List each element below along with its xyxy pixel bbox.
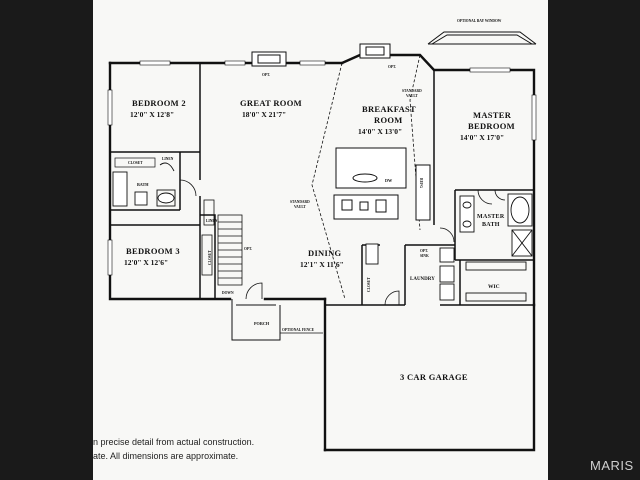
master-bath-name: MASTER — [477, 214, 505, 220]
optional-bay-window — [427, 31, 537, 45]
dining-dim: 12'1" X 11'6" — [300, 260, 344, 269]
garage-name: 3 CAR GARAGE — [400, 372, 468, 382]
opt-fireplace-label-2: OPT. — [388, 65, 396, 69]
linen-side-label: LINEN — [206, 219, 218, 223]
porch — [231, 299, 323, 341]
linen-label: LINEN — [162, 157, 174, 161]
optional-bay-window-label: OPTIONAL BAY WINDOW — [457, 19, 502, 23]
opt-stair-label: OPT. — [244, 247, 252, 251]
down-label: DOWN — [222, 291, 234, 295]
vault-lines — [311, 54, 421, 300]
hall-closet-label: CLOSET — [208, 250, 212, 265]
hall-bath-name: BATH — [137, 182, 149, 187]
staircase — [201, 199, 243, 286]
bedroom2-name: BEDROOM 2 — [132, 98, 186, 108]
closet-label: CLOSET — [128, 161, 143, 165]
hall-bath-fixtures — [112, 162, 176, 207]
photo-border-right — [548, 0, 640, 480]
disclaimer-line-1: n precise detail from actual constructio… — [93, 437, 254, 447]
standard-vault-label-2: VAULT — [406, 94, 418, 98]
laundry-fixtures — [365, 243, 455, 301]
breakfast-name: BREAKFAST — [362, 104, 416, 114]
breakfast-name-2: ROOM — [374, 115, 403, 125]
laundry-name: LAUNDRY — [410, 277, 435, 282]
master-bedroom-name-2: BEDROOM — [468, 121, 515, 131]
breakfast-dim: 14'0" X 13'0" — [358, 127, 402, 136]
kitchen-island — [333, 147, 431, 221]
maris-watermark: MARIS — [590, 458, 634, 473]
photo-border-left — [0, 0, 93, 480]
fireplace — [251, 43, 391, 67]
opt-sink-label-2: SINK — [420, 254, 429, 258]
door-swings — [179, 179, 506, 306]
master-bath-fixtures — [459, 193, 533, 302]
great-room-name: GREAT ROOM — [240, 98, 302, 108]
interior-walls — [110, 63, 534, 306]
opt-sink-label: OPT. — [420, 249, 428, 253]
wic-name: WIC — [488, 284, 500, 290]
dining-name: DINING — [308, 248, 342, 258]
great-room-dim: 18'0" X 21'7" — [242, 110, 286, 119]
standard-vault-label: STANDARD — [402, 89, 422, 93]
standard-vault-label-3: STANDARD — [290, 200, 310, 204]
dining-closet-label: CLOSET — [367, 277, 371, 292]
bedroom3-dim: 12'0" X 12'6" — [124, 258, 168, 267]
master-bedroom-dim: 14'0" X 17'0" — [460, 133, 504, 142]
bedroom3-name: BEDROOM 3 — [126, 246, 180, 256]
bedroom2-dim: 12'0" X 12'8" — [130, 110, 174, 119]
optional-fence-label: OPTIONAL FENCE — [282, 328, 315, 332]
opt-fireplace-label: OPT. — [262, 73, 270, 77]
porch-label: PORCH — [254, 321, 270, 326]
closet-box — [114, 157, 156, 168]
windows — [107, 60, 537, 276]
master-bath-name-2: BATH — [482, 222, 500, 228]
disclaimer-line-2: ate. All dimensions are approximate. — [93, 451, 238, 461]
master-bedroom-name: MASTER — [473, 110, 512, 120]
refrigerator-label: REFG — [419, 178, 423, 188]
dishwasher-label: DW — [385, 178, 393, 183]
standard-vault-label-4: VAULT — [294, 205, 306, 209]
